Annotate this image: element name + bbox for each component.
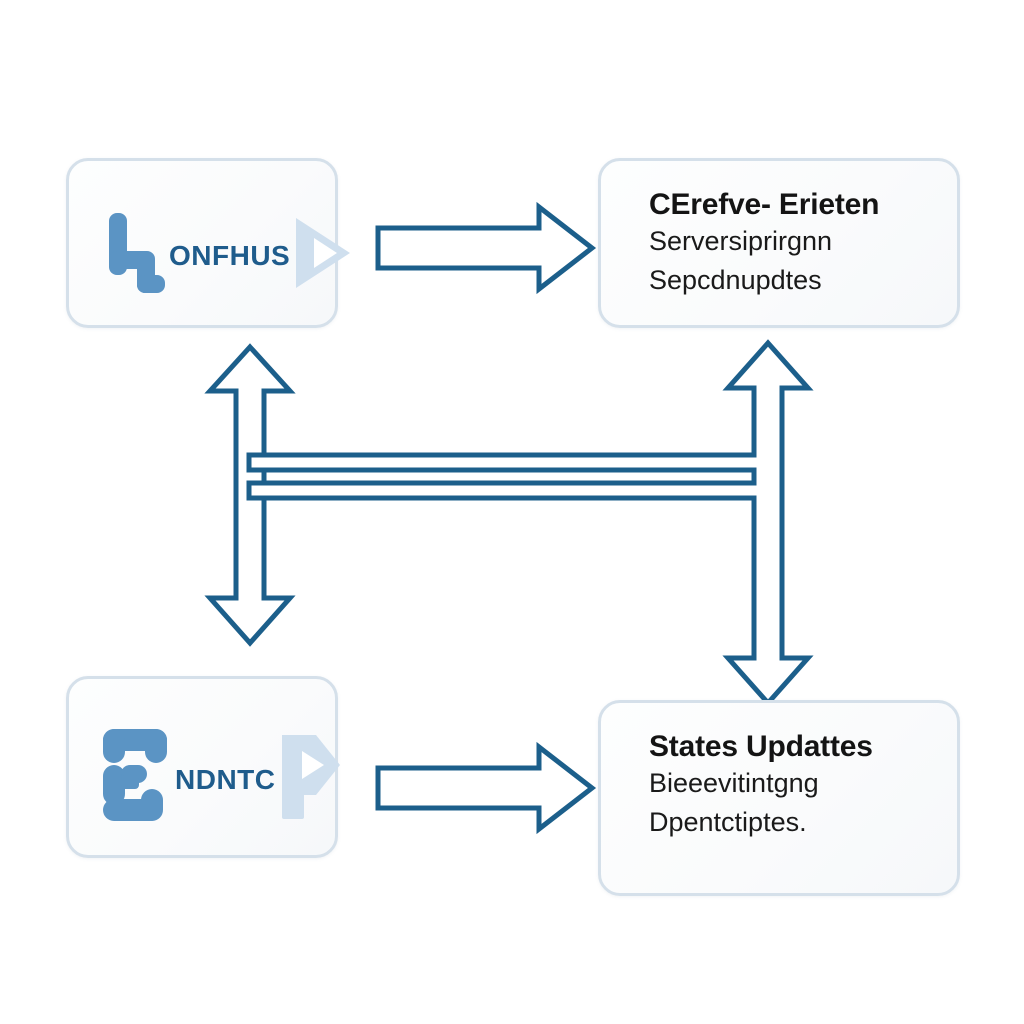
- left-vertical-double-arrow: [204, 343, 778, 647]
- logo-onfhus: ONFHUS: [101, 211, 354, 300]
- logo-word-ndntc: NDNTC: [175, 763, 276, 795]
- logo-ndntc: NDNTC: [97, 727, 344, 832]
- node-bottom-right-title: States Updattes: [649, 730, 873, 763]
- right-vertical-double-arrow: [246, 339, 814, 707]
- node-top-right[interactable]: CErefve- Erieten Serversiprirgnn Sepcdnu…: [598, 158, 960, 328]
- play-triangle-icon: [292, 212, 354, 299]
- node-bottom-right-line2: Dpentctiptes.: [649, 806, 807, 837]
- node-top-right-line2: Sepcdnupdtes: [649, 264, 822, 295]
- h-glyph-logo-icon: [101, 211, 173, 300]
- top-horizontal-arrow: [375, 201, 597, 295]
- node-top-right-title: CErefve- Erieten: [649, 188, 880, 221]
- node-bottom-right[interactable]: States Updattes Bieeevitintgng Dpentctip…: [598, 700, 960, 896]
- bottom-horizontal-arrow: [375, 741, 597, 835]
- logo-word-onfhus: ONFHUS: [169, 239, 291, 271]
- node-bottom-right-line1: Bieeevitintgng: [649, 768, 819, 799]
- e-glyph-logo-icon: [97, 727, 179, 832]
- node-bottom-left[interactable]: NDNTC: [66, 676, 340, 858]
- flag-arrow-icon: [278, 731, 344, 828]
- node-top-right-line1: Serversiprirgnn: [649, 226, 833, 257]
- node-top-left[interactable]: ONFHUS: [66, 158, 351, 328]
